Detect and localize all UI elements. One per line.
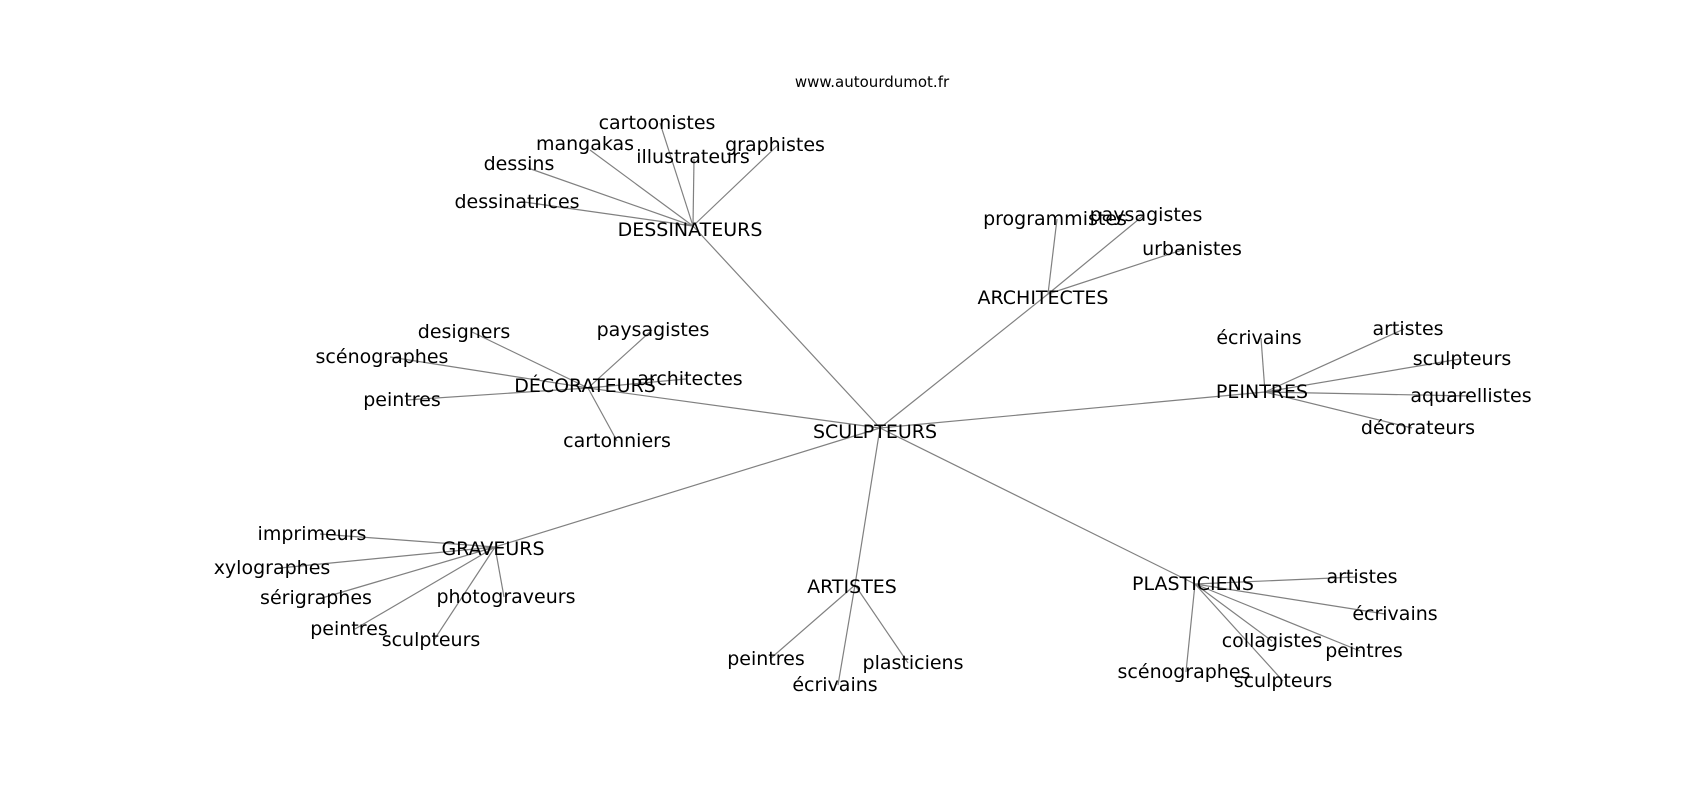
edge-center-to-hub — [879, 391, 1266, 429]
edge-hub-to-leaf — [589, 149, 694, 227]
leaf-node-label: sérigraphes — [260, 587, 372, 609]
leaf-node-label: cartonniers — [563, 430, 671, 452]
hub-node-label: DÉCORATEURS — [514, 374, 656, 397]
graph-edges — [279, 122, 1471, 686]
edge-center-to-hub — [494, 427, 881, 548]
edge-hub-to-leaf — [587, 387, 618, 442]
leaf-node-label: imprimeurs — [258, 523, 367, 545]
hub-node-label: ARTISTES — [807, 576, 897, 598]
edge-hub-to-leaf — [433, 546, 496, 641]
edge-hub-to-leaf — [1260, 337, 1266, 393]
edge-hub-to-leaf — [1264, 328, 1405, 393]
edge-hub-to-leaf — [527, 167, 694, 227]
edge-hub-to-leaf — [389, 356, 589, 389]
edge-center-to-hub — [879, 293, 1049, 429]
hub-node-label: DESSINATEURS — [618, 219, 763, 241]
edge-hub-to-leaf — [659, 122, 694, 227]
hub-node-label: GRAVEURS — [441, 538, 544, 560]
hub-node-label: PEINTRES — [1216, 381, 1308, 403]
leaf-node-label: écrivains — [1352, 603, 1437, 625]
leaf-node-label: collagistes — [1222, 630, 1323, 652]
leaf-node-label: designers — [418, 321, 510, 343]
site-credit: www.autourdumot.fr — [795, 73, 950, 91]
edge-hub-to-leaf — [1194, 583, 1284, 682]
leaf-node-label: aquarellistes — [1410, 385, 1531, 407]
leaf-node-label: sculpteurs — [1234, 670, 1333, 692]
leaf-node-label: sculpteurs — [1413, 348, 1512, 370]
edge-hub-to-leaf — [692, 158, 695, 227]
leaf-node-label: graphistes — [725, 134, 825, 156]
leaf-node-label: peintres — [727, 648, 805, 670]
leaf-node-label: écrivains — [792, 674, 877, 696]
leaf-node-label: dessins — [484, 153, 555, 175]
leaf-node-label: peintres — [1325, 640, 1403, 662]
leaf-node-label: peintres — [363, 389, 441, 411]
edge-hub-to-leaf — [354, 546, 496, 630]
edge-hub-to-leaf — [1047, 214, 1145, 295]
leaf-node-label: cartoonistes — [599, 112, 716, 134]
hub-node-label: PLASTICIENS — [1132, 573, 1254, 595]
leaf-node-label: dessinatrices — [454, 191, 579, 213]
graph-labels: SCULPTEURS DESSINATEURS cartoonistesmangak… — [214, 112, 1532, 696]
edge-center-to-hub — [879, 427, 1196, 585]
edge-hub-to-leaf — [523, 201, 694, 227]
leaf-node-label: sculpteurs — [382, 629, 481, 651]
edge-hub-to-leaf — [1194, 583, 1361, 652]
leaf-node-label: peintres — [310, 618, 388, 640]
leaf-node-label: scénographes — [1118, 661, 1251, 683]
edge-hub-to-leaf — [1264, 358, 1461, 393]
edge-hub-to-leaf — [587, 329, 653, 389]
edge-hub-to-leaf — [837, 584, 856, 686]
edge-hub-to-leaf — [319, 533, 496, 548]
center-node-label: SCULPTEURS — [813, 421, 937, 443]
edge-center-to-hub — [854, 427, 881, 586]
edge-hub-to-leaf — [1194, 576, 1357, 585]
edge-hub-to-leaf — [1264, 391, 1471, 397]
leaf-node-label: urbanistes — [1142, 238, 1242, 260]
edge-hub-to-leaf — [1047, 218, 1058, 295]
leaf-node-label: architectes — [637, 368, 742, 390]
leaf-node-label: plasticiens — [863, 652, 964, 674]
leaf-node-label: écrivains — [1216, 327, 1301, 349]
leaf-node-label: photograveurs — [436, 586, 575, 608]
edge-hub-to-leaf — [854, 584, 909, 664]
leaf-node-label: artistes — [1326, 566, 1397, 588]
edge-center-to-hub — [587, 387, 881, 429]
edge-hub-to-leaf — [1264, 391, 1413, 429]
edge-hub-to-leaf — [1194, 583, 1386, 615]
edge-hub-to-leaf — [494, 546, 505, 598]
leaf-node-label: paysagistes — [597, 319, 710, 341]
edge-hub-to-leaf — [471, 331, 589, 389]
hub-node-label: ARCHITECTES — [978, 287, 1109, 309]
edge-hub-to-leaf — [1185, 583, 1196, 673]
leaf-node-label: paysagistes — [1090, 204, 1203, 226]
edge-hub-to-leaf — [692, 144, 779, 227]
leaf-node-label: décorateurs — [1361, 417, 1475, 439]
edge-hub-to-leaf — [769, 584, 856, 660]
edge-hub-to-leaf — [1194, 583, 1273, 642]
leaf-node-label: illustrateurs — [636, 146, 750, 168]
edge-hub-to-leaf — [321, 546, 496, 599]
edge-hub-to-leaf — [1047, 248, 1186, 295]
edge-hub-to-leaf — [587, 378, 687, 389]
edge-center-to-hub — [692, 225, 881, 429]
leaf-node-label: mangakas — [536, 133, 634, 155]
edge-hub-to-leaf — [279, 546, 496, 569]
leaf-node-label: xylographes — [214, 557, 331, 579]
leaf-node-label: programmistes — [983, 208, 1127, 230]
leaf-node-label: scénographes — [316, 346, 449, 368]
edge-hub-to-leaf — [405, 387, 589, 401]
leaf-node-label: artistes — [1372, 318, 1443, 340]
